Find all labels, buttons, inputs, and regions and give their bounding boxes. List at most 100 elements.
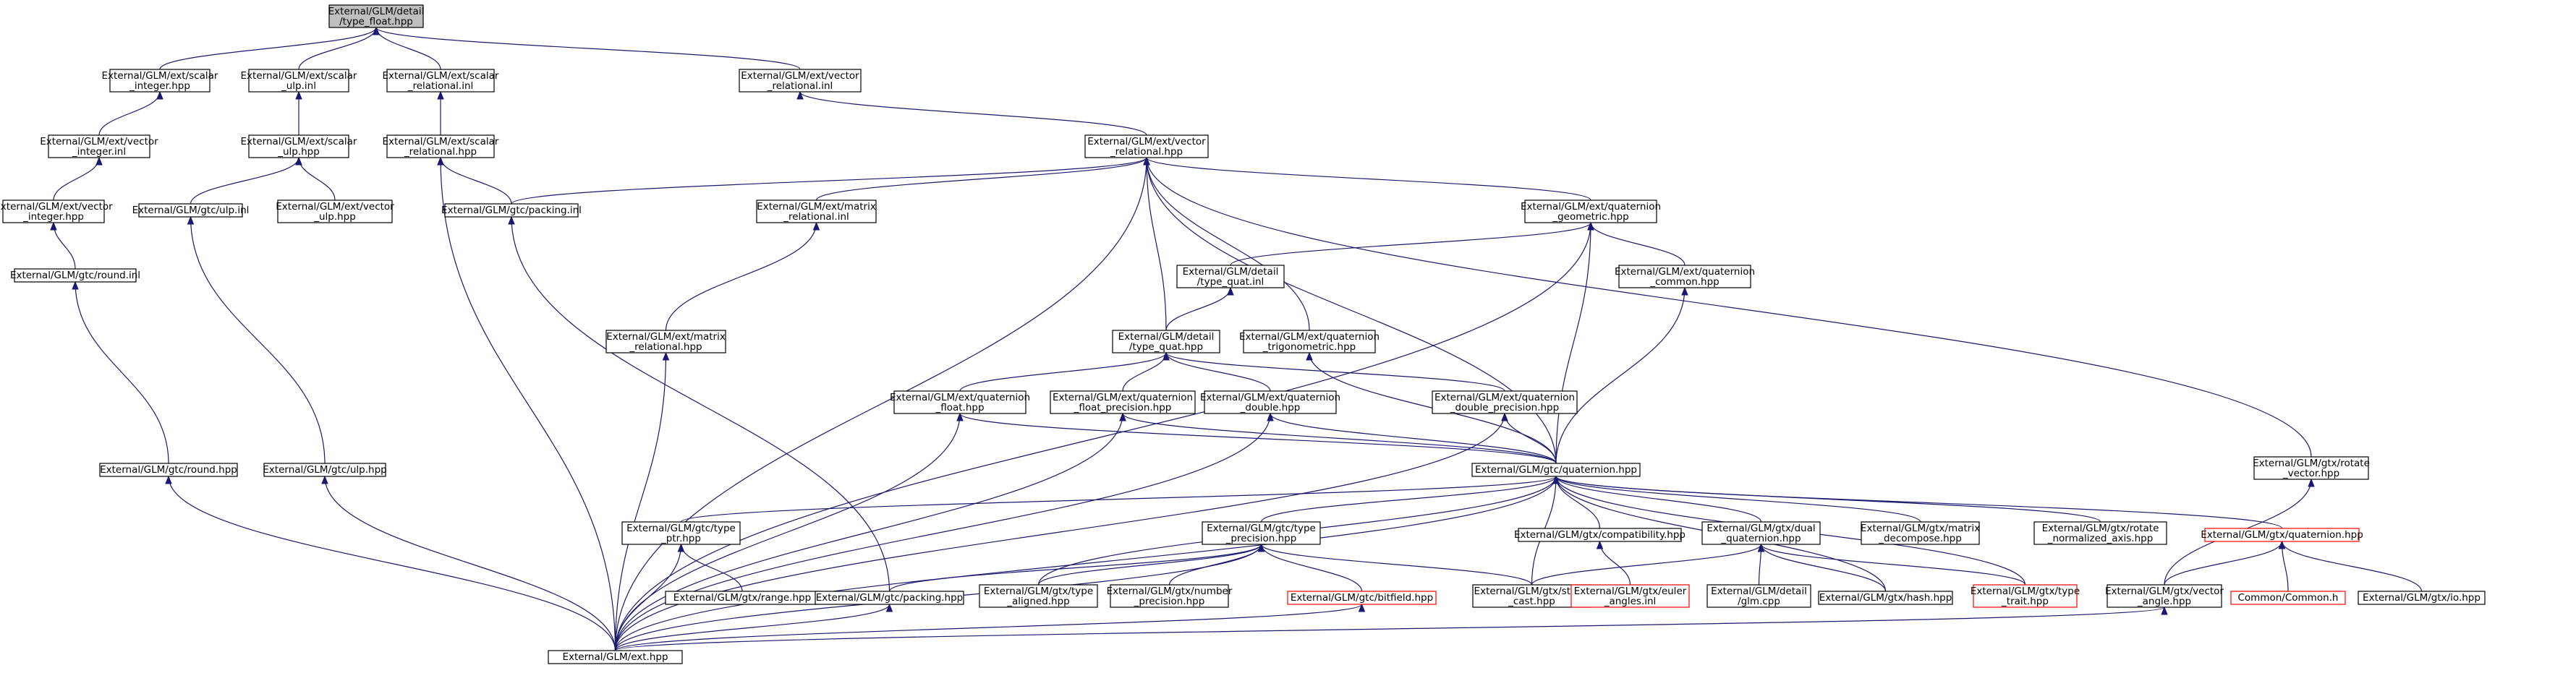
node-matrix-relational-inl[interactable]: External/GLM/ext/matrix_relational.inl: [756, 200, 877, 223]
node-vector-relational-hpp[interactable]: External/GLM/ext/vector_relational.hpp: [1084, 134, 1209, 158]
node-box: [263, 463, 386, 477]
node-gtx-matrix-decompose-hpp[interactable]: External/GLM/gtx/matrix_decompose.hpp: [1861, 521, 1980, 545]
node-label: External/GLM/gtx/rotate: [2253, 458, 2370, 469]
node-gtc-ulp-hpp[interactable]: External/GLM/gtc/ulp.hpp: [263, 463, 387, 477]
node-scalar-ulp-inl[interactable]: External/GLM/ext/scalar_ulp.inl: [241, 69, 357, 93]
edge-arrowhead: [50, 221, 57, 231]
node-gtx-rotate-vector-hpp[interactable]: External/GLM/gtx/rotate_vector.hpp: [2253, 456, 2370, 480]
edge-arrowhead: [2278, 540, 2286, 549]
node-label: External/GLM/gtc/bitfield.hpp: [1291, 592, 1433, 604]
node-gtc-bitfield-hpp[interactable]: External/GLM/gtc/bitfield.hpp: [1287, 591, 1437, 605]
node-gtx-vector-angle-hpp[interactable]: External/GLM/gtx/vector_angle.hpp: [2105, 584, 2224, 608]
node-box: [1204, 390, 1337, 414]
node-box: [2230, 591, 2346, 605]
node-label: _quaternion.hpp: [1720, 533, 1801, 544]
node-gtx-number-precision-hpp[interactable]: External/GLM/gtx/number_precision.hpp: [1107, 584, 1233, 608]
node-box: [48, 134, 150, 158]
node-vector-relational-inl[interactable]: External/GLM/ext/vector_relational.inl: [739, 69, 862, 93]
edge-type-quat-hpp-to-type-quat-inl: [1165, 287, 1231, 331]
edge-vector-integer-hpp-to-vector-integer-inl: [53, 157, 100, 201]
node-matrix-relational-hpp[interactable]: External/GLM/ext/matrix_relational.hpp: [605, 330, 726, 353]
node-gtc-round-inl[interactable]: External/GLM/gtc/round.inl: [10, 268, 140, 283]
node-scalar-integer[interactable]: External/GLM/ext/scalar_integer.hpp: [102, 69, 218, 93]
node-gtc-round-hpp[interactable]: External/GLM/gtc/round.hpp: [99, 463, 238, 477]
edge-gtx-rotate-normalized-axis-hpp-to-gtc-quaternion-hpp: [1555, 476, 2101, 523]
node-box: [2107, 584, 2222, 608]
node-gtx-quaternion-hpp[interactable]: External/GLM/gtx/quaternion.hpp: [2201, 528, 2363, 542]
edge-scalar-relational-inl-to-type-float: [375, 27, 441, 70]
node-label: _relational.inl: [407, 80, 474, 92]
node-box: [1518, 528, 1682, 542]
node-scalar-ulp-hpp[interactable]: External/GLM/ext/scalar_ulp.hpp: [241, 134, 357, 158]
edge-arrowhead: [1143, 156, 1150, 166]
edge-gtc-quaternion-hpp-to-quaternion-geometric-hpp: [1555, 222, 1591, 464]
node-quaternion-double-hpp[interactable]: External/GLM/ext/quaternion_double.hpp: [1200, 390, 1340, 414]
edge-gtx-string-cast-hpp-to-gtc-type-precision-hpp: [1260, 544, 1533, 586]
edge-arrowhead: [373, 26, 380, 35]
node-quaternion-float-precision-hpp[interactable]: External/GLM/ext/quaternion_float_precis…: [1050, 390, 1196, 414]
node-label: _double_precision.hpp: [1450, 402, 1559, 413]
node-gtc-packing-inl[interactable]: External/GLM/gtc/packing.inl: [441, 203, 582, 218]
node-box: [548, 650, 683, 664]
edge-arrowhead: [295, 90, 302, 100]
node-gtc-type-precision-hpp[interactable]: External/GLM/gtc/type_precision.hpp: [1202, 521, 1321, 545]
node-label: External/GLM/gtx/type: [1971, 586, 2080, 597]
node-box: [386, 134, 495, 158]
node-gtx-range-hpp[interactable]: External/GLM/gtx/range.hpp: [665, 591, 820, 605]
node-quaternion-common-hpp[interactable]: External/GLM/ext/quaternion_common.hpp: [1615, 265, 1755, 288]
edge-arrowhead: [187, 215, 195, 225]
edge-ext-hpp-to-quaternion-double-precision-hpp: [614, 413, 1505, 651]
node-label: External/GLM/ext/quaternion: [1615, 266, 1755, 278]
node-label: External/GLM/gtx/quaternion.hpp: [2201, 529, 2363, 541]
node-scalar-relational-hpp[interactable]: External/GLM/ext/scalar_relational.hpp: [383, 134, 499, 158]
node-label: External/GLM/detail: [328, 6, 425, 17]
node-vector-integer-inl[interactable]: External/GLM/ext/vector_integer.inl: [40, 134, 158, 158]
node-type-quat-hpp[interactable]: External/GLM/detail/type_quat.hpp: [1112, 330, 1220, 353]
node-label: External/GLM/gtc/type: [1207, 523, 1316, 534]
edge-arrowhead: [1681, 286, 1688, 296]
node-gtx-dual-quaternion-hpp[interactable]: External/GLM/gtx/dual_quaternion.hpp: [1701, 521, 1821, 545]
node-common-common-h[interactable]: Common/Common.h: [2230, 591, 2346, 605]
node-label: _relational.inl: [783, 211, 849, 223]
edge-quaternion-double-precision-hpp-to-type-quat-hpp: [1165, 352, 1505, 392]
node-box: [1084, 134, 1209, 158]
node-gtx-hash-hpp[interactable]: External/GLM/gtx/hash.hpp: [1818, 591, 1953, 605]
node-gtx-type-trait-hpp[interactable]: External/GLM/gtx/type_trait.hpp: [1971, 584, 2080, 608]
node-type-quat-inl[interactable]: External/GLM/detail/type_quat.inl: [1176, 265, 1285, 288]
node-box: [2, 200, 105, 223]
edge-vector-relational-inl-to-type-float: [375, 27, 801, 70]
edge-arrowhead: [1501, 412, 1508, 421]
node-gtc-type-ptr-hpp[interactable]: External/GLM/gtc/type_ptr.hpp: [621, 521, 741, 545]
node-label: External/GLM/ext/vector: [0, 201, 113, 213]
node-label: External/GLM/ext.hpp: [562, 651, 668, 663]
edge-ext-hpp-to-gtx-vector-angle-hpp: [614, 606, 2165, 651]
node-label: _angle.hpp: [2137, 596, 2191, 607]
node-gtc-packing-hpp[interactable]: External/GLM/gtc/packing.hpp: [815, 591, 964, 605]
node-scalar-relational-inl[interactable]: External/GLM/ext/scalar_relational.inl: [383, 69, 499, 93]
node-box: [444, 203, 579, 218]
node-box: [1524, 200, 1657, 223]
node-quaternion-float-hpp[interactable]: External/GLM/ext/quaternion_float.hpp: [890, 390, 1030, 414]
node-gtx-compatibility-hpp[interactable]: External/GLM/gtx/compatibility.hpp: [1514, 528, 1686, 542]
node-detail-glm-cpp[interactable]: External/GLM/detail/glm.cpp: [1706, 584, 1811, 608]
edge-arrowhead: [295, 156, 302, 166]
node-gtx-euler-angles-inl[interactable]: External/GLM/gtx/euler_angles.inl: [1570, 584, 1690, 608]
node-gtc-ulp-inl[interactable]: External/GLM/gtc/ulp.inl: [132, 203, 250, 218]
node-label: External/GLM/detail: [1118, 331, 1215, 343]
edge-type-quat-inl-to-quaternion-geometric-hpp: [1230, 222, 1591, 266]
node-gtx-rotate-normalized-axis-hpp[interactable]: External/GLM/gtx/rotate_normalized_axis.…: [2033, 521, 2167, 545]
node-quaternion-double-precision-hpp[interactable]: External/GLM/ext/quaternion_double_preci…: [1432, 390, 1578, 414]
node-box: [756, 200, 877, 223]
node-quaternion-geometric-hpp[interactable]: External/GLM/ext/quaternion_geometric.hp…: [1521, 200, 1661, 223]
node-quaternion-trigonometric-hpp[interactable]: External/GLM/ext/quaternion_trigonometri…: [1239, 330, 1380, 353]
node-gtx-io-hpp[interactable]: External/GLM/gtx/io.hpp: [2358, 591, 2486, 605]
node-type-float[interactable]: External/GLM/detail/type_float.hpp: [328, 4, 425, 28]
node-vector-ulp-hpp[interactable]: External/GLM/ext/vector_ulp.hpp: [276, 200, 394, 223]
node-label: External/GLM/ext/scalar: [383, 70, 499, 82]
node-gtx-type-aligned-hpp[interactable]: External/GLM/gtx/type_aligned.hpp: [979, 584, 1098, 608]
node-gtc-quaternion-hpp[interactable]: External/GLM/gtc/quaternion.hpp: [1471, 463, 1641, 477]
node-vector-integer-hpp[interactable]: External/GLM/ext/vector_integer.hpp: [0, 200, 113, 223]
node-label: External/GLM/gtx/rotate: [2042, 523, 2159, 534]
node-ext-hpp[interactable]: External/GLM/ext.hpp: [548, 650, 683, 664]
